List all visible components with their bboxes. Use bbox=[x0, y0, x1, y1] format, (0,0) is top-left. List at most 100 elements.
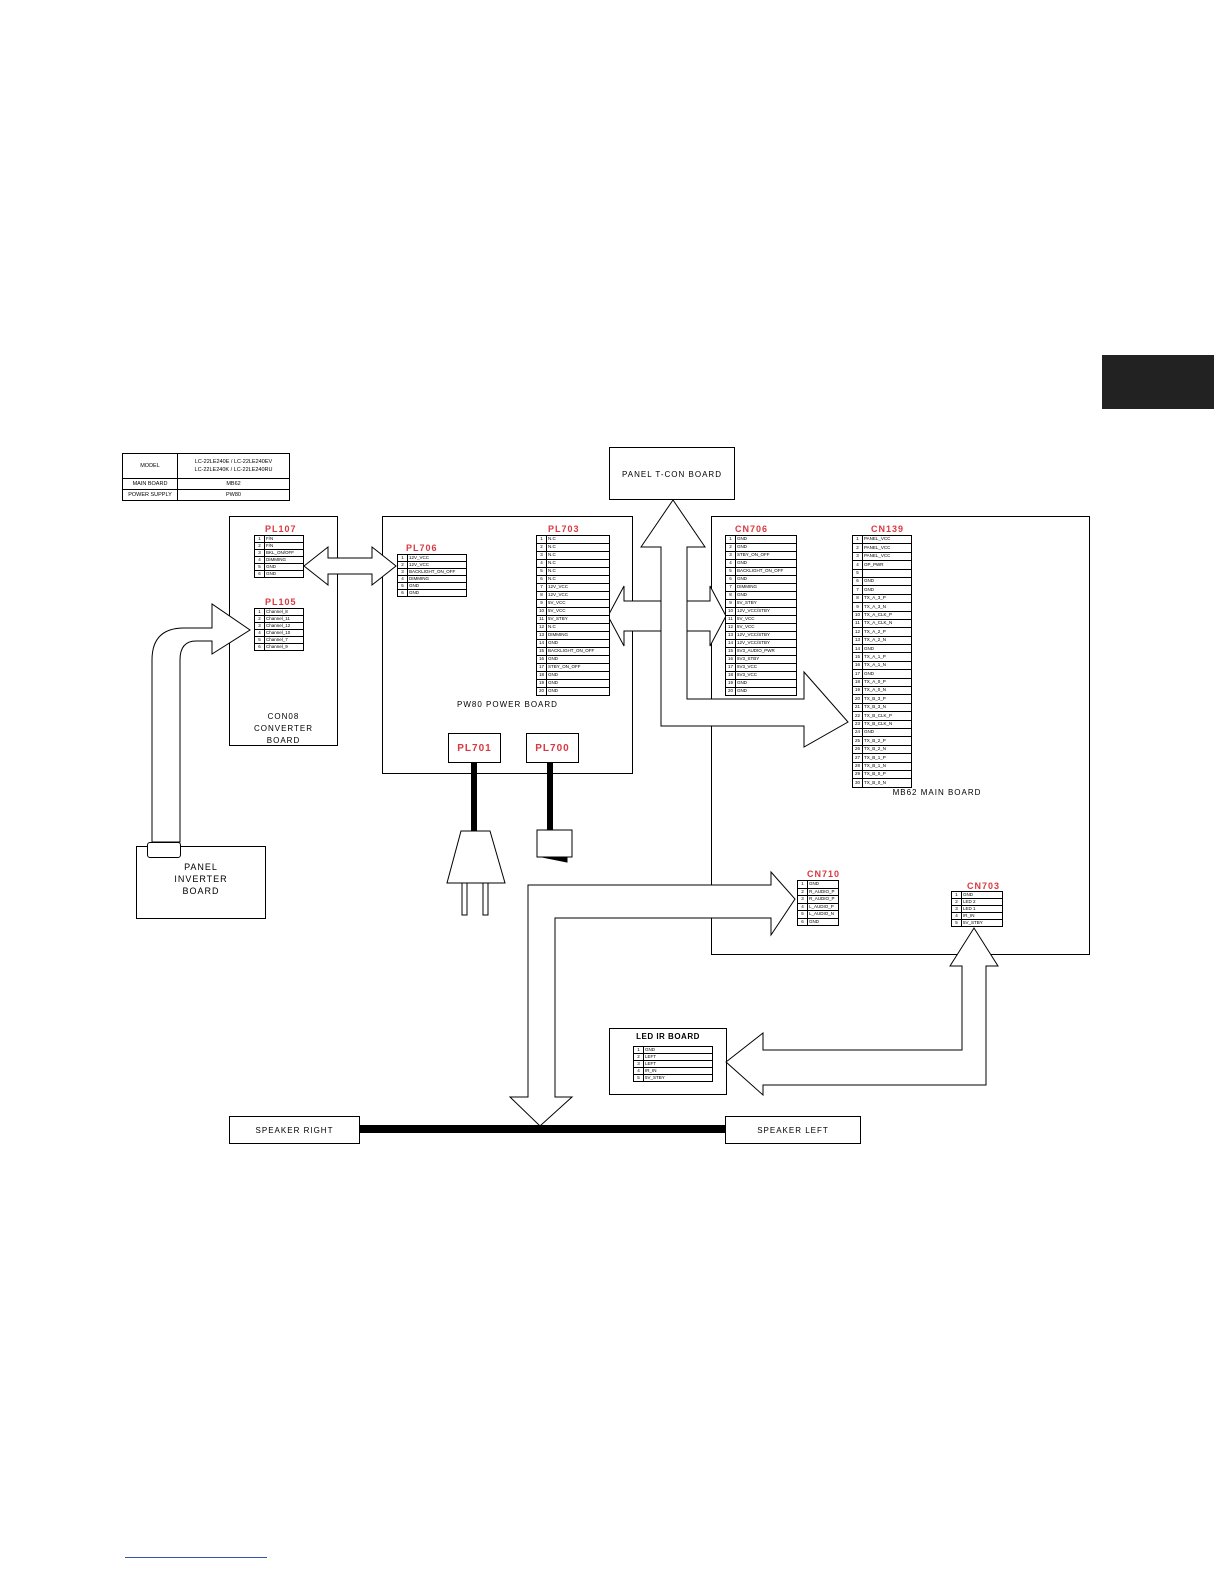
pin-signal: N.C bbox=[546, 567, 610, 576]
speaker-right-box: SPEAKER RIGHT bbox=[229, 1116, 360, 1144]
pin-signal: TX_B_1_N bbox=[862, 761, 912, 771]
pin-signal: DIMMING bbox=[735, 583, 797, 592]
pin-signal: GND bbox=[862, 576, 912, 587]
pin-signal: GND bbox=[735, 559, 797, 568]
pin-signal: 5V_VCC bbox=[546, 599, 610, 608]
pin-number: 25 bbox=[852, 736, 863, 746]
pin-number: 6 bbox=[397, 589, 408, 597]
pin-number: 20 bbox=[725, 687, 736, 696]
pin-signal: TX_A_CLK_P bbox=[862, 610, 912, 620]
pin-number: 14 bbox=[536, 639, 547, 648]
pl701-title: PL701 bbox=[457, 743, 492, 754]
pin-number: 12 bbox=[536, 623, 547, 632]
pin-number: 3 bbox=[852, 551, 863, 562]
pin-number: 1 bbox=[254, 535, 265, 543]
pin-signal: BACKLIGHT_ON_OFF bbox=[735, 567, 797, 576]
pin-number: 12 bbox=[725, 623, 736, 632]
pin-number: 8 bbox=[725, 591, 736, 600]
pin-number: 15 bbox=[536, 647, 547, 656]
pin-signal: TX_B_2_N bbox=[862, 744, 912, 755]
pin-signal: PANEL_VCC bbox=[862, 551, 912, 562]
pin-number: 4 bbox=[254, 629, 265, 637]
pin-signal: TX_B_1_P bbox=[862, 753, 912, 763]
pin-number: 13 bbox=[725, 631, 736, 640]
pin-number: 19 bbox=[852, 686, 863, 696]
pin-signal: F/N bbox=[264, 542, 304, 550]
pin-number: 3 bbox=[633, 1060, 644, 1068]
pin-number: 5 bbox=[397, 582, 408, 590]
pin-signal: 5V_STBY bbox=[961, 919, 1003, 927]
pin-number: 13 bbox=[536, 631, 547, 640]
pin-number: 7 bbox=[852, 585, 863, 595]
pin-signal: DIMMING bbox=[407, 575, 467, 583]
pin-signal: F/N bbox=[264, 535, 304, 543]
pin-number: 10 bbox=[536, 607, 547, 616]
pin-row: 5 bbox=[852, 568, 912, 578]
pin-signal: 12V_VCC bbox=[546, 591, 610, 600]
speaker-cable bbox=[360, 1125, 725, 1133]
pin-signal: GND bbox=[643, 1046, 713, 1054]
pin-signal: 12V_VCC/STBY bbox=[735, 607, 797, 616]
pin-signal: Channel_10 bbox=[264, 629, 304, 637]
pin-signal: 5V_STBY bbox=[735, 599, 797, 608]
pin-signal: 12V_VCC/STBY bbox=[735, 631, 797, 640]
pin-signal: GND bbox=[862, 727, 912, 738]
pin-number: 1 bbox=[633, 1046, 644, 1054]
dc-plug bbox=[536, 829, 573, 863]
pin-number: 4 bbox=[397, 575, 408, 583]
pin-signal: 5V_VCC bbox=[546, 607, 610, 616]
pin-number: 11 bbox=[725, 615, 736, 624]
pin-signal: 12V_VCC bbox=[407, 554, 467, 562]
arrow-cn710-speakers bbox=[508, 870, 796, 1127]
pin-number: 29 bbox=[852, 769, 863, 780]
pin-signal: OP_PWR bbox=[862, 560, 912, 570]
pin-number: 24 bbox=[852, 727, 863, 738]
pin-signal: LED 1 bbox=[961, 905, 1003, 913]
pin-number: 14 bbox=[725, 639, 736, 648]
pin-signal: PANEL_VCC bbox=[862, 534, 912, 545]
pin-number: 10 bbox=[852, 610, 863, 620]
pin-signal: Channel_11 bbox=[264, 615, 304, 623]
power-supply-label: POWER SUPPLY bbox=[122, 489, 178, 501]
pin-number: 6 bbox=[852, 576, 863, 587]
pin-number: 14 bbox=[852, 644, 863, 654]
pin-signal: TX_B_2_P bbox=[862, 736, 912, 746]
pin-signal: R_AUDIO_P bbox=[807, 887, 839, 896]
pin-number: 27 bbox=[852, 753, 863, 763]
pin-signal: 5V_STBY bbox=[546, 615, 610, 624]
pin-number: 30 bbox=[852, 778, 863, 788]
pin-signal: PANEL_VCC bbox=[862, 543, 912, 553]
pin-signal: TX_A_CLK_N bbox=[862, 618, 912, 629]
pin-signal: TX_A_2_P bbox=[862, 627, 912, 637]
pin-signal: TX_B_3_N bbox=[862, 702, 912, 713]
pin-number: 16 bbox=[852, 660, 863, 671]
pin-number: 16 bbox=[536, 655, 547, 664]
